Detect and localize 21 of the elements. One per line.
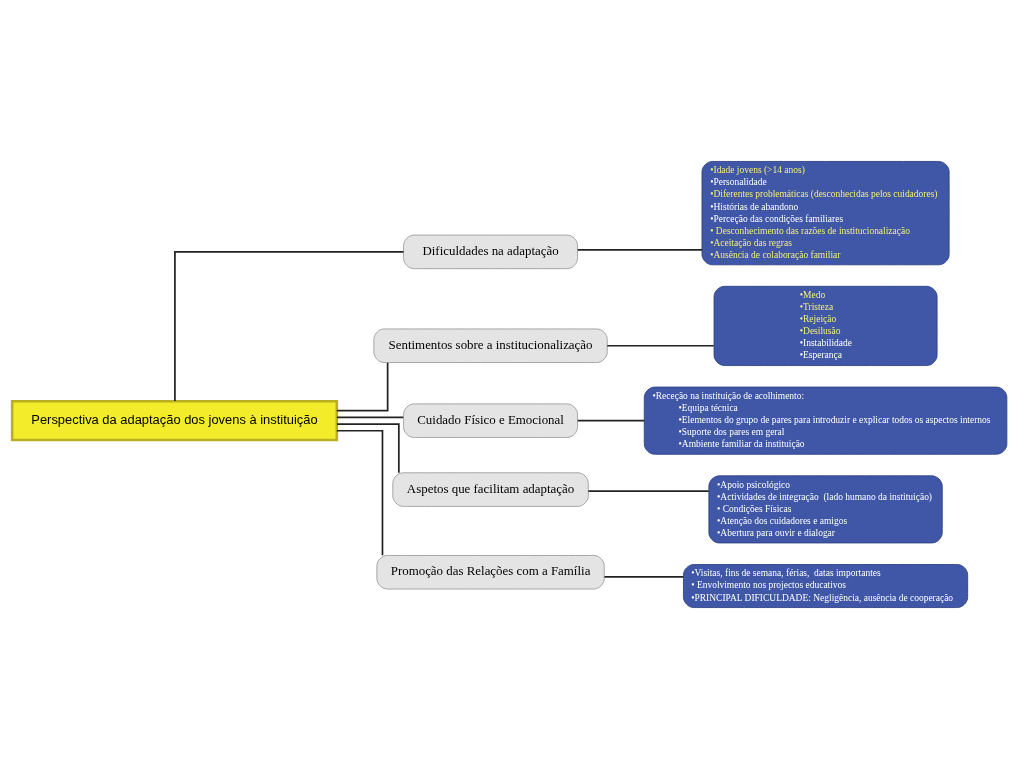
node-box: •Idade jovens (>14 anos) •Personalidade •Diferentes problemáticas (desconhecidas pelos cuidadores) •Histórias de abandono •Perceção das condições familiares • Desconhecimento das razões de institucionalização •Aceitação das regras •Ausência de colaboração familiar bbox=[701, 161, 950, 266]
connector bbox=[336, 423, 400, 474]
connector bbox=[335, 429, 384, 557]
connector bbox=[603, 575, 685, 578]
node-box: Perspectiva da adaptação dos jovens à instituição bbox=[10, 400, 339, 442]
node-box: Cuidado Físico e Emocional bbox=[403, 403, 578, 438]
node-box: Promoção das Relações com a Família bbox=[376, 555, 605, 590]
connector bbox=[174, 251, 405, 402]
node-box: Aspetos que facilitam adaptação bbox=[392, 472, 589, 507]
node-box: Sentimentos sobre a institucionalização bbox=[373, 328, 608, 363]
connector bbox=[587, 490, 710, 492]
node-box: •Apoio psicológico •Actividades de integração (lado humano da instituição) • Condições Físicas •Atenção dos cuidadores e amigos •Abertura para ouvir e dialogar bbox=[708, 475, 943, 544]
node-box: •Receção na instituição de acolhimento: •Equipa técnica •Elementos do grupo de pares para introduzir e explicar todos os aspectos internos •Suporte dos pares em geral •Ambiente familiar da instituição bbox=[643, 386, 1008, 455]
node-box: Dificuldades na adaptação bbox=[403, 234, 578, 270]
connector bbox=[576, 249, 703, 251]
connector bbox=[576, 419, 646, 422]
connector bbox=[336, 361, 389, 412]
node-box: •Visitas, fins de semana, férias, datas importantes • Envolvimento nos projectos educativos •PRINCIPAL DIFICULDADE: Negligência, ausência de cooperação bbox=[683, 564, 969, 608]
connector bbox=[336, 416, 405, 419]
connector bbox=[606, 344, 715, 347]
node-box: •Medo •Tristeza •Rejeição •Desilusão •Instabilidade •Esperança bbox=[713, 285, 938, 366]
